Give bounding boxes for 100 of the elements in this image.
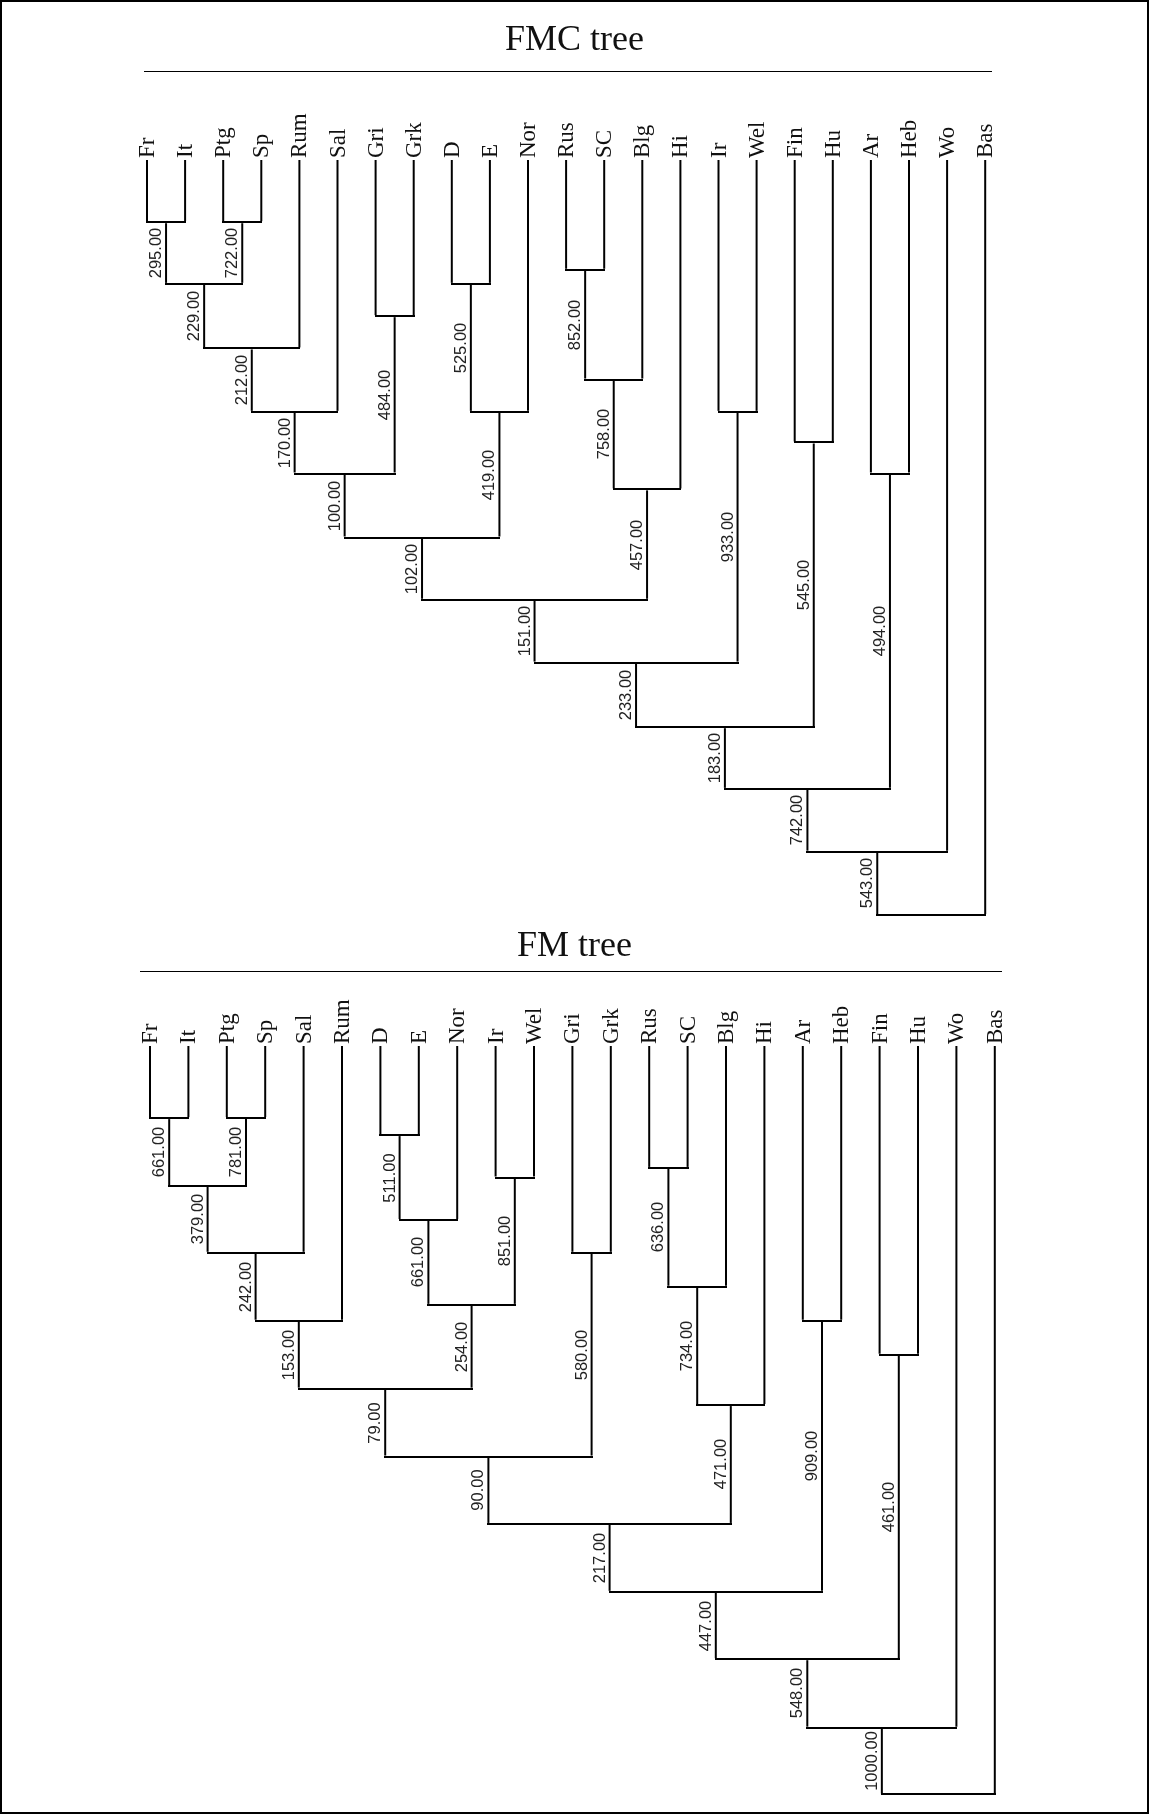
tree-branch-line (793, 159, 796, 443)
tree-branch-line (341, 1045, 343, 1321)
tree-branch-line (146, 159, 148, 223)
tree-branch-line (609, 1045, 612, 1253)
leaf-label: Rum (287, 113, 312, 158)
tree-branch-line (878, 1045, 881, 1355)
leaf-label: It (176, 1029, 201, 1044)
cluster-bar (806, 1726, 958, 1729)
tree-branch-line (165, 222, 168, 284)
branch-value: 781.00 (227, 1125, 244, 1179)
tree-branch-line (254, 1252, 257, 1321)
tree-branch-line (343, 473, 346, 538)
cluster-bar (571, 1251, 612, 1254)
cluster-bar (878, 1353, 919, 1356)
leaf-label: Fr (138, 1023, 162, 1044)
tree-branch-line (184, 159, 187, 223)
tree-branch-line (831, 159, 834, 443)
tree-branch-line (421, 537, 424, 600)
leaf-label: Rus (554, 122, 579, 158)
tree-branch-line (533, 1045, 535, 1178)
branch-value: 183.00 (705, 731, 723, 785)
tree-branch-line (571, 1045, 574, 1253)
branch-value: 909.00 (803, 1430, 820, 1483)
leaf-label: Sp (249, 133, 274, 158)
tree-branch-line (725, 1045, 727, 1287)
cluster-bar (421, 598, 649, 601)
leaf-label: Gri (560, 1013, 585, 1044)
tree-branch-line (993, 1045, 996, 1795)
branch-value: 217.00 (590, 1531, 608, 1585)
leaf-label: SC (675, 1015, 700, 1044)
leaf-label: Wel (522, 1007, 546, 1044)
branch-value: 580.00 (572, 1328, 590, 1381)
leaf-label: Heb (829, 1005, 854, 1044)
tree-branch-line (302, 1045, 305, 1253)
tree-branch-line (679, 159, 682, 490)
leaf-label: Fin (782, 127, 807, 158)
cluster-bar (494, 1176, 535, 1179)
tree-branch-line (203, 283, 206, 349)
tree-branch-line (336, 159, 339, 412)
branch-value: 254.00 (452, 1320, 470, 1373)
branch-value: 461.00 (879, 1480, 897, 1534)
cluster-bar (469, 410, 529, 413)
tree-branch-line (723, 727, 726, 789)
tree-branch-line (984, 159, 987, 916)
leaf-label: Ptg (211, 127, 236, 158)
cluster-bar (250, 410, 339, 413)
cluster-bar (806, 850, 949, 853)
branch-value: 851.00 (495, 1214, 513, 1268)
tree-branch-line (880, 1727, 883, 1795)
branch-value: 484.00 (375, 368, 393, 422)
cluster-bar (714, 1658, 900, 1661)
tree-branch-line (264, 1045, 267, 1119)
tree-branch-line (763, 1045, 766, 1406)
branch-value: 933.00 (718, 511, 736, 564)
tree-branch-line (398, 1135, 401, 1220)
leaf-label: Nor (445, 1008, 470, 1044)
cluster-bar (222, 221, 263, 224)
tree-branch-line (641, 159, 644, 380)
branch-value: 494.00 (870, 604, 888, 658)
cluster-bar (648, 1166, 689, 1169)
tree-branch-line (206, 1186, 209, 1253)
cluster-bar (793, 441, 834, 444)
cluster-bar (206, 1251, 305, 1254)
tree-branch-line (612, 379, 615, 490)
cluster-bar (146, 221, 187, 224)
cluster-bar (487, 1522, 732, 1525)
branch-value: 170.00 (275, 416, 293, 469)
cluster-bar (565, 268, 606, 271)
leaf-label: Blg (630, 124, 655, 158)
tree-branch-line (806, 788, 809, 852)
branch-value: 758.00 (594, 408, 612, 461)
tree-branch-line (412, 159, 415, 317)
tree-branch-line (450, 159, 453, 284)
leaf-label: D (439, 141, 464, 158)
tree-branch-line (393, 316, 396, 474)
tree-branch-line (908, 159, 910, 474)
leaf-label: It (173, 143, 198, 158)
leaf-label: Wo (935, 126, 960, 158)
tree-branch-line (565, 159, 568, 270)
tree-branch-line (840, 1045, 843, 1321)
leaf-label: SC (592, 129, 617, 158)
tree-branch-line (225, 1045, 228, 1119)
tree-branch-line (603, 159, 606, 270)
tree-branch-line (946, 159, 949, 852)
cluster-bar (880, 1793, 996, 1796)
tree-branch-line (293, 411, 296, 474)
tree-branch-line (533, 599, 536, 663)
branch-value: 212.00 (232, 353, 250, 407)
tree-branch-line (241, 222, 244, 284)
leaf-label: Rum (330, 999, 354, 1044)
cluster-bar (384, 1455, 593, 1458)
tree-branch-line (417, 1045, 420, 1136)
cluster-bar (533, 661, 739, 664)
tree-branch-line (696, 1286, 699, 1406)
leaf-label: Hi (668, 135, 693, 158)
tree-branch-line (498, 411, 501, 538)
leaf-label: Hu (906, 1015, 930, 1044)
tree-branch-line (821, 1320, 823, 1592)
cluster-bar (635, 726, 815, 729)
tree-branch-line (222, 159, 225, 223)
